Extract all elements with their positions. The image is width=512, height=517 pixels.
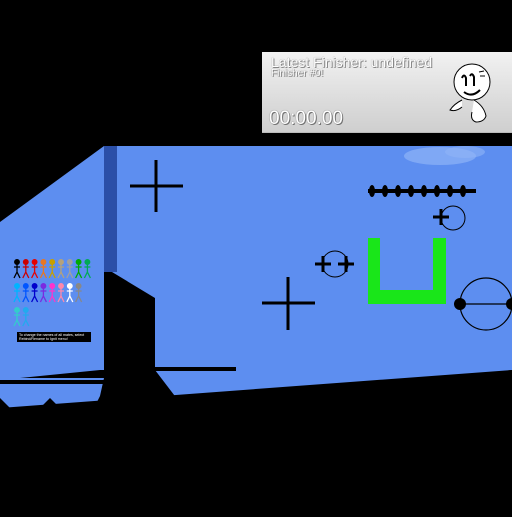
marble-figure[interactable] [83,259,91,279]
spike-bar-hazard [368,185,476,197]
goal-zone [368,238,446,304]
marble-figure[interactable] [75,259,83,279]
rotator-double [315,250,354,278]
marble-figure[interactable] [57,283,65,303]
wheel-obstacle [454,277,512,331]
rotator-small [433,205,466,231]
cloud [445,146,485,158]
marble-figure[interactable] [48,259,56,279]
marble-figure[interactable] [13,307,21,327]
lower-left-ledge [0,378,104,408]
finisher-panel: Latest Finisher: undefined Finisher #0! … [262,52,512,133]
marble-figure[interactable] [31,259,39,279]
marble-figure[interactable] [22,259,30,279]
marble-roster[interactable] [13,259,91,327]
marble-figure[interactable] [57,259,65,279]
marble-figure[interactable] [75,283,83,303]
latest-finisher-label: Latest Finisher: undefined [271,54,433,70]
marble-figure[interactable] [13,259,21,279]
marble-figure[interactable] [22,307,30,327]
ground-line [0,380,104,384]
marble-figure[interactable] [66,259,74,279]
marble-figure[interactable] [66,283,74,303]
marble-figure[interactable] [13,283,21,303]
marble-figure[interactable] [39,283,47,303]
rename-info-box: To change the names of all mates, select… [17,332,91,342]
spawn-cross-marker [130,160,183,212]
dark-wall [104,146,117,272]
race-timer: 00:00.00 [269,108,343,129]
marble-figure[interactable] [39,259,47,279]
marble-figure[interactable] [22,283,30,303]
mascot-icon [449,63,491,123]
marble-figure[interactable] [31,283,39,303]
marble-figure[interactable] [48,283,56,303]
black-floor [0,370,512,512]
spawn-cross-marker [262,277,315,330]
ledge-line [155,367,236,371]
black-tower [104,272,184,408]
finisher-count-label: Finisher #0! [271,68,324,79]
